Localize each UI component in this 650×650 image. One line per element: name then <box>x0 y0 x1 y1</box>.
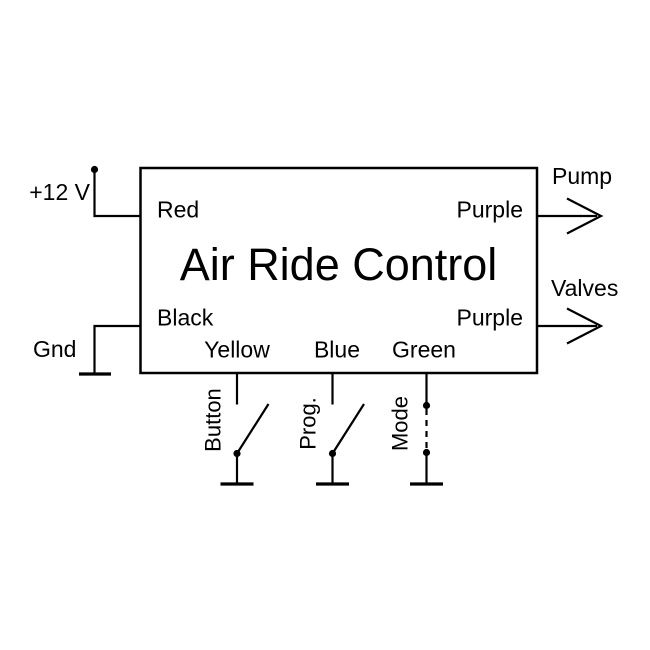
valves-label: Valves <box>551 275 618 301</box>
module-title: Air Ride Control <box>180 239 498 290</box>
valves-arrowhead-icon <box>566 307 604 345</box>
switch-label-mode: Mode <box>388 396 413 451</box>
pin-label-purple-top: Purple <box>457 197 523 223</box>
button-switch <box>220 373 270 486</box>
supply-wire <box>93 169 141 218</box>
switch-label-button: Button <box>201 388 226 452</box>
pump-arrowhead-icon <box>566 197 604 235</box>
pin-label-red: Red <box>157 197 199 223</box>
prog-switch-blade <box>331 403 365 455</box>
pin-label-blue: Blue <box>314 337 360 363</box>
mode-jumper-top-dot <box>422 401 431 410</box>
pin-label-black: Black <box>157 305 214 331</box>
button-switch-blade <box>236 403 270 455</box>
supply-label: +12 V <box>29 179 90 205</box>
module-box <box>139 166 539 375</box>
ground-wire <box>93 324 141 374</box>
ground-label: Gnd <box>33 336 76 362</box>
switch-label-prog: Prog. <box>296 397 321 450</box>
pin-label-yellow: Yellow <box>204 337 270 363</box>
mode-jumper <box>410 373 443 486</box>
pin-label-purple-bottom: Purple <box>457 305 523 331</box>
prog-switch <box>316 373 365 486</box>
pin-label-green: Green <box>392 337 456 363</box>
pump-label: Pump <box>552 163 612 189</box>
